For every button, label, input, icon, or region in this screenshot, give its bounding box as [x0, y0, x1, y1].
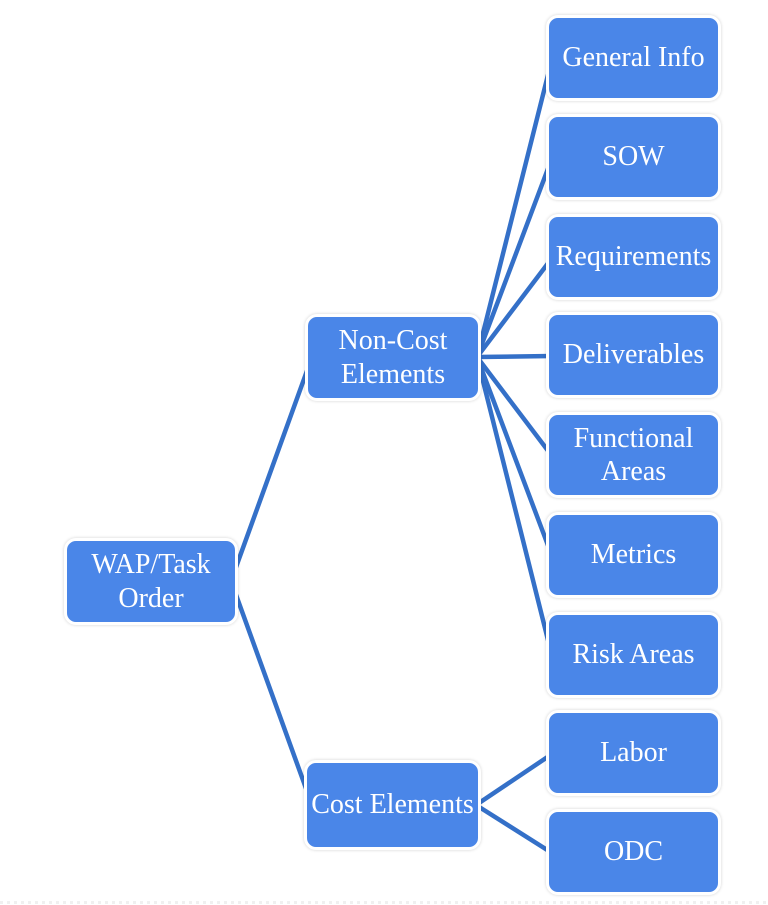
node-label: SOW	[602, 141, 665, 173]
connector-root-cost	[228, 578, 315, 808]
connector-root-noncost	[228, 354, 315, 584]
page-edge-dots	[0, 901, 768, 904]
node-label: ODC	[603, 836, 664, 868]
node-wap-task-order[interactable]: WAP/Task Order	[64, 538, 238, 625]
node-sow[interactable]: SOW	[546, 114, 721, 200]
connector-cost-labor	[473, 751, 555, 808]
connector-cost-odc	[473, 802, 555, 856]
node-risk-areas[interactable]: Risk Areas	[546, 612, 721, 698]
node-general-info[interactable]: General Info	[546, 15, 721, 101]
connector-noncost-functional	[474, 354, 555, 459]
node-label: Requirements	[555, 241, 712, 273]
connector-noncost-general-info	[474, 56, 555, 360]
node-requirements[interactable]: Requirements	[546, 214, 721, 300]
node-label: General Info	[562, 42, 705, 74]
node-labor[interactable]: Labor	[546, 710, 721, 796]
node-deliverables[interactable]: Deliverables	[546, 312, 721, 398]
connector-noncost-requirements	[474, 255, 555, 360]
node-metrics[interactable]: Metrics	[546, 512, 721, 598]
connector-noncost-deliverables	[474, 353, 555, 360]
node-label: Cost Elements	[311, 789, 474, 821]
connector-noncost-risk	[474, 354, 555, 659]
node-label: Non-Cost Elements	[338, 325, 448, 390]
connector-noncost-metrics	[474, 354, 555, 559]
connector-noncost-sow	[474, 155, 555, 360]
node-label: Risk Areas	[572, 639, 695, 671]
node-label: Metrics	[590, 539, 677, 571]
node-odc[interactable]: ODC	[546, 809, 721, 895]
node-label: WAP/Task Order	[91, 549, 211, 614]
node-cost-elements[interactable]: Cost Elements	[304, 760, 481, 850]
node-label: Functional Areas	[573, 422, 694, 487]
node-non-cost-elements[interactable]: Non-Cost Elements	[305, 314, 481, 401]
node-label: Labor	[600, 737, 667, 769]
node-functional-areas[interactable]: Functional Areas	[546, 412, 721, 498]
node-label: Deliverables	[562, 339, 705, 371]
